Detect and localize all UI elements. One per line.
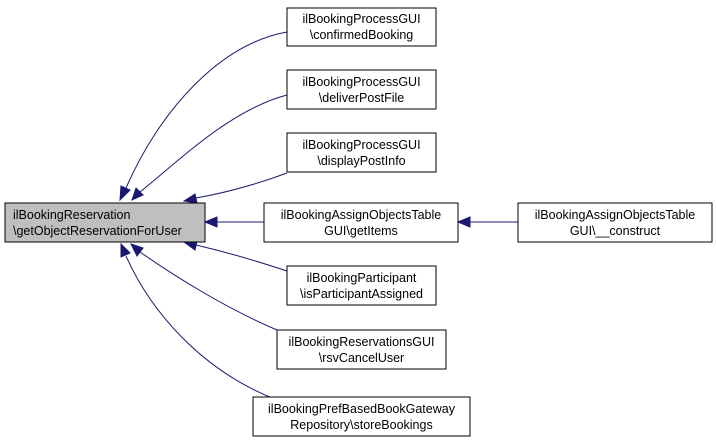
- edge-displayPostInfo-to-focus: [182, 172, 288, 204]
- node-deliverPostFile[interactable]: ilBookingProcessGUI \deliverPostFile: [286, 69, 437, 110]
- node-isParticipantAssigned-line-1: ilBookingParticipant: [307, 271, 417, 285]
- node-getItems-line-1: ilBookingAssignObjectsTable: [281, 208, 442, 222]
- node-displayPostInfo-line-2: \displayPostInfo: [317, 154, 405, 168]
- node-getObjectReservationForUser[interactable]: ilBookingReservation \getObjectReservati…: [4, 202, 206, 243]
- node-deliverPostFile-line-2: \deliverPostFile: [319, 91, 404, 105]
- node-storeBookings-line-1: ilBookingPrefBasedBookGateway: [268, 402, 456, 416]
- graph-edges: [119, 31, 518, 401]
- edge-storeBookings-to-focus: [120, 242, 278, 401]
- edge-rsvCancelUser-to-focus: [130, 243, 278, 331]
- edge-isParticipantAssigned-to-focus: [182, 240, 288, 272]
- node-rsvCancelUser-line-1: ilBookingReservationsGUI: [289, 335, 435, 349]
- edge-getItems-to-focus: [203, 216, 264, 228]
- graph-nodes: ilBookingReservation \getObjectReservati…: [4, 7, 713, 437]
- node-isParticipantAssigned-line-2: \isParticipantAssigned: [300, 287, 423, 301]
- node-rsvCancelUser[interactable]: ilBookingReservationsGUI \rsvCancelUser: [276, 329, 447, 370]
- node-getObjectReservationForUser-line-1: ilBookingReservation: [13, 208, 130, 222]
- node-deliverPostFile-line-1: ilBookingProcessGUI: [302, 75, 420, 89]
- node-getItems-line-2: GUI\getItems: [324, 224, 398, 238]
- node-getObjectReservationForUser-line-2: \getObjectReservationForUser: [13, 224, 182, 238]
- edge-confirmedBooking-to-focus: [119, 31, 288, 202]
- node-displayPostInfo-line-1: ilBookingProcessGUI: [302, 138, 420, 152]
- node-construct-line-1: ilBookingAssignObjectsTable: [535, 208, 696, 222]
- edge-construct-to-getItems: [456, 216, 518, 228]
- node-confirmedBooking-line-1: ilBookingProcessGUI: [302, 12, 420, 26]
- node-construct-line-2: GUI\__construct: [570, 224, 661, 238]
- node-rsvCancelUser-line-2: \rsvCancelUser: [319, 351, 404, 365]
- node-isParticipantAssigned[interactable]: ilBookingParticipant \isParticipantAssig…: [286, 265, 437, 306]
- node-construct[interactable]: ilBookingAssignObjectsTable GUI\__constr…: [517, 202, 713, 243]
- node-storeBookings[interactable]: ilBookingPrefBasedBookGateway Repository…: [252, 396, 471, 437]
- edge-deliverPostFile-to-focus: [131, 94, 288, 201]
- node-displayPostInfo[interactable]: ilBookingProcessGUI \displayPostInfo: [286, 132, 437, 173]
- node-storeBookings-line-2: Repository\storeBookings: [290, 418, 432, 432]
- node-getItems[interactable]: ilBookingAssignObjectsTable GUI\getItems: [263, 202, 459, 243]
- node-confirmedBooking[interactable]: ilBookingProcessGUI \confirmedBooking: [286, 7, 437, 47]
- node-confirmedBooking-line-2: \confirmedBooking: [310, 28, 414, 42]
